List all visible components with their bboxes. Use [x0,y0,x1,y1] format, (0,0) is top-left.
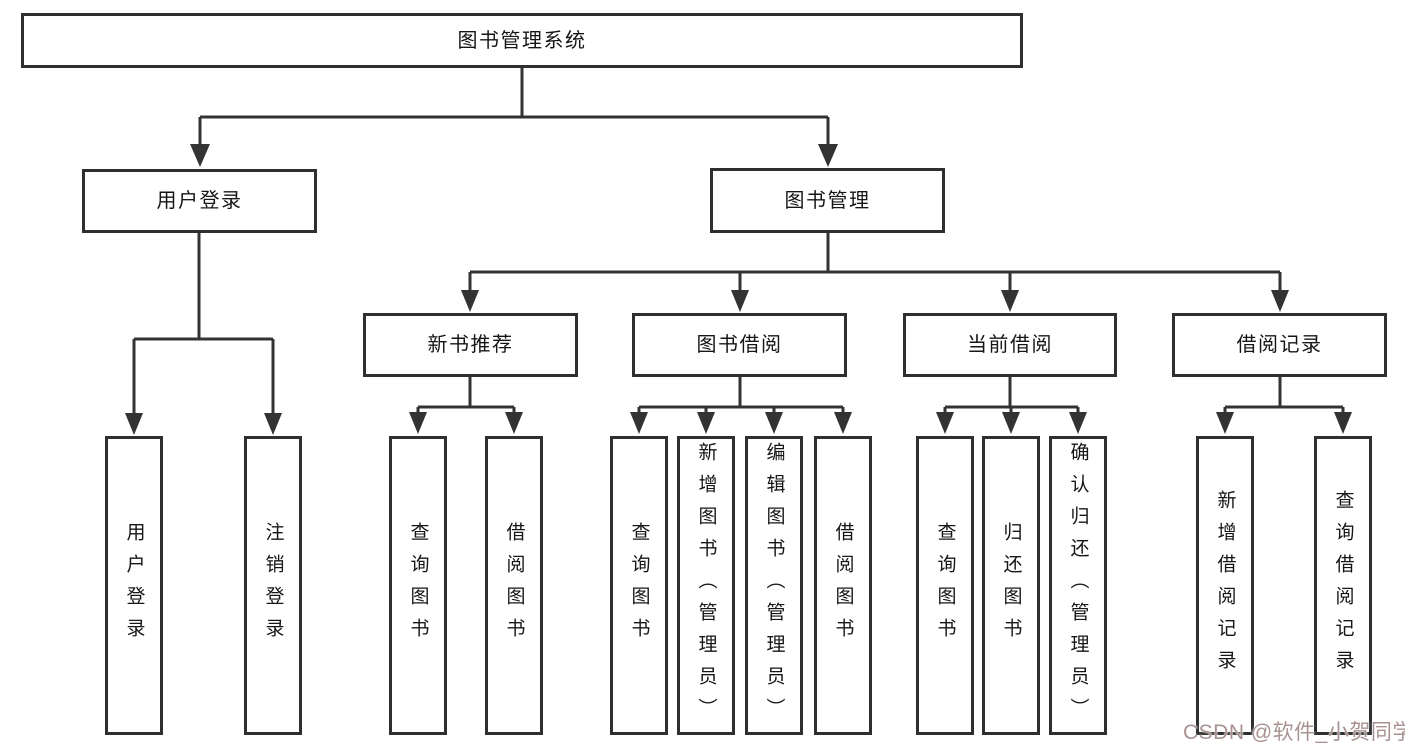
node-borrowing-records: 借阅记录 [1172,313,1387,377]
leaf-label: 归还图书 [1000,521,1022,650]
leaf-label: 借阅图书 [503,521,525,650]
leaf-query-borrow-record: 查询借阅记录 [1314,436,1372,735]
leaf-borrow-books-recommend: 借阅图书 [485,436,543,735]
leaf-label: 用户登录 [123,521,145,650]
leaf-label: 新增借阅记录 [1214,489,1236,682]
arrowheads [125,144,1352,435]
leaf-add-borrow-record: 新增借阅记录 [1196,436,1254,735]
leaf-label: 查询图书 [934,521,956,650]
leaf-query-books-recommend: 查询图书 [389,436,447,735]
node-book-borrowing: 图书借阅 [632,313,847,377]
leaf-label: 查询图书 [407,521,429,650]
leaf-label: 注销登录 [262,521,284,650]
node-book-management: 图书管理 [710,168,945,233]
node-current-borrowing: 当前借阅 [903,313,1117,377]
leaf-label: 编辑图书（管理员） [763,441,785,730]
leaf-add-books-admin: 新增图书（管理员） [677,436,735,735]
node-user-login: 用户登录 [82,169,317,233]
node-new-book-recommend: 新书推荐 [363,313,578,377]
leaf-edit-books-admin: 编辑图书（管理员） [745,436,803,735]
leaf-borrow-books: 借阅图书 [814,436,872,735]
leaf-label: 借阅图书 [832,521,854,650]
leaf-label: 新增图书（管理员） [695,441,717,730]
node-root: 图书管理系统 [21,13,1023,68]
leaf-confirm-return-admin: 确认归还（管理员） [1049,436,1107,735]
leaf-label: 查询借阅记录 [1332,489,1354,682]
leaf-query-books-current: 查询图书 [916,436,974,735]
leaf-logout: 注销登录 [244,436,302,735]
leaf-return-books: 归还图书 [982,436,1040,735]
leaf-user-login: 用户登录 [105,436,163,735]
watermark-csdn: CSDN @软件_小贺同学 [1183,721,1405,744]
leaf-label: 查询图书 [628,521,650,650]
leaf-label: 确认归还（管理员） [1067,441,1089,730]
leaf-query-books-borrow: 查询图书 [610,436,668,735]
connector-lines [132,68,1345,414]
